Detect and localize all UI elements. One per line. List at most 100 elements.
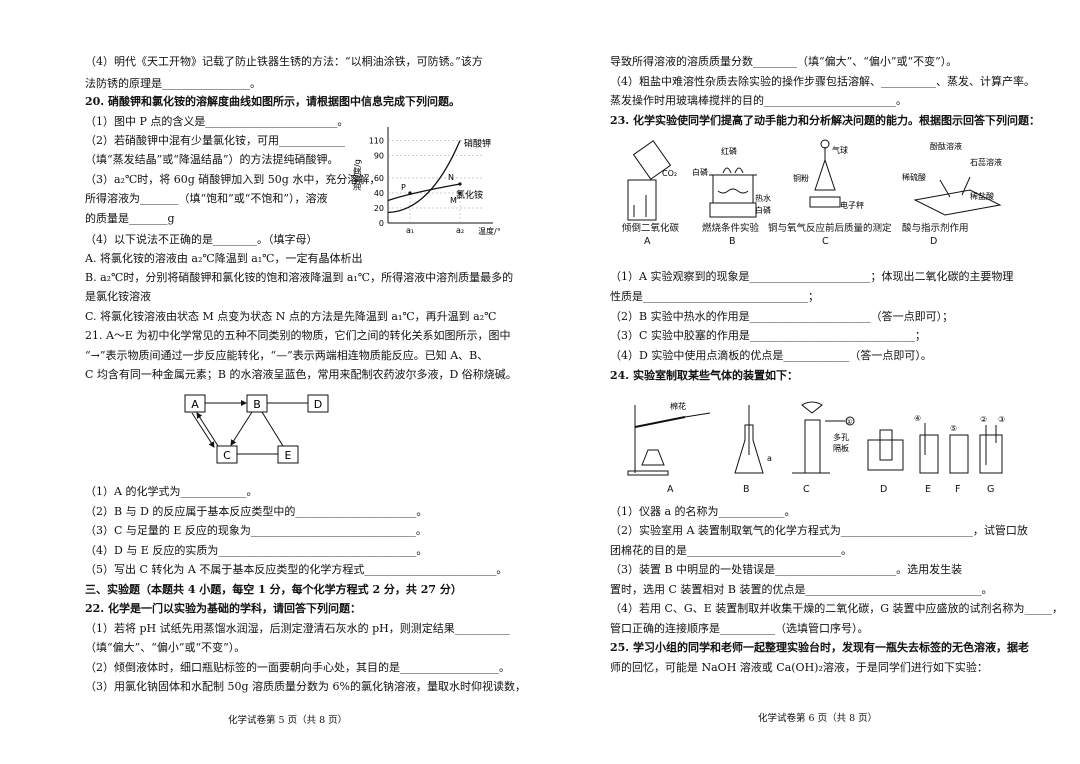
flask-c (814, 158, 836, 191)
text-line: （2）倾倒液体时，细口瓶贴标签的一面要朝向手心处，其目的是___________… (85, 661, 510, 674)
question-22: 22. 化学是一门以实验为基础的学科，请回答下列问题： (85, 602, 361, 615)
exam-page-6: 导致所得溶液的溶质质量分数________（填“偏大”、“偏小”或“不变”）。 … (540, 0, 1080, 764)
point-n-label: N (448, 173, 454, 182)
label-copper-powder: 铜粉 (793, 173, 809, 183)
app-letter-e: E (925, 484, 932, 495)
page-footer: 化学试卷第 5 页（共 8 页） (228, 715, 348, 726)
y-tick-label: 90 (374, 152, 384, 161)
gas-apparatus-figure: 棉花 a ① 多孔 隔板 ④ ② ③ ⑤ (627, 401, 1005, 476)
point-p-label: P (401, 183, 406, 192)
text-line: 置时，选用 C 装置相对 B 装置的优点是___________________… (610, 583, 993, 596)
exp-letter-c: C (822, 236, 829, 247)
caption-d: 酸与指示剂作用 (902, 223, 969, 234)
label-balloon: 气球 (832, 145, 848, 155)
series-line-kno3 (387, 140, 461, 214)
caption-b: 燃烧条件实验 (702, 223, 760, 234)
x-axis-label: 温度/℃ (478, 226, 500, 236)
text-line: （3）C 实验中胶塞的作用是__________________________… (610, 329, 926, 342)
label-balance: 电子秤 (840, 200, 864, 210)
app-letter-f: F (955, 484, 961, 495)
question-24: 24. 实验室制取某些气体的装置如下： (610, 369, 798, 382)
text-line: （1）A 的化学式为____________。 (85, 485, 258, 498)
point-m (458, 191, 462, 195)
node-e: E (285, 449, 292, 462)
exp-letter-b: B (729, 236, 736, 247)
y-tick-label: 110 (369, 137, 384, 146)
label-dilute-hydrochloric: 稀盐酸 (970, 191, 994, 201)
text-line: （1）A 实验观察到的现象是______________________；体现出… (610, 270, 1014, 283)
arrow-c-a (196, 412, 219, 447)
text-line: （4）若用 C、G、E 装置制取并收集干燥的二氧化碳，G 装置中应盛放的试剂名称… (610, 602, 1064, 615)
node-d: D (314, 398, 322, 411)
text-line: （1）若将 pH 试纸先用蒸馏水润湿，后测定澄清石灰水的 pH，则测定结果___… (85, 622, 510, 635)
label-white-phosphorus-2: 白磷 (755, 205, 771, 215)
flask-b (734, 424, 764, 474)
co2-bottle (632, 140, 672, 180)
bottle-e (919, 434, 939, 474)
trough-d (867, 439, 904, 471)
label-cotton: 棉花 (670, 401, 686, 411)
option-b: B. a₂℃时，分别将硝酸钾和氯化铵的饱和溶液降温到 a₁℃，所得溶液中溶剂质量… (85, 271, 514, 284)
alcohol-lamp (641, 449, 665, 466)
text-line: （2）若硝酸钾中混有少量氯化铵，可用____________ (85, 134, 345, 147)
label-port-4: ④ (914, 414, 921, 423)
label-dilute-sulfuric: 稀硫酸 (902, 172, 926, 182)
text-line: （4）D 实验中使用点滴板的优点是____________（答一点即可）。 (610, 349, 932, 362)
node-b: B (253, 398, 261, 411)
y-tick-label: 0 (379, 219, 384, 228)
exam-page-5: （4）明代《天工开物》记载了防止铁器生锈的方法：“以桐油涂铁，可防锈。”该方 法… (85, 55, 526, 726)
text-line: （4）粗盐中难溶性杂质去除实验的操作步骤包括溶解、__________、蒸发、计… (610, 75, 1035, 88)
x-tick-label: a₁ (406, 226, 414, 235)
text-line: 导致所得溶液的溶质质量分数________（填“偏大”、“偏小”或“不变”）。 (610, 55, 958, 68)
text-line: （2）B 与 D 的反应属于基本反应类型中的__________________… (85, 505, 428, 518)
text-line: （4）D 与 E 反应的实质为_________________________… (85, 544, 428, 557)
text-line: （3）装置 B 中明显的一处错误是______________________。… (610, 563, 963, 576)
text-line: C 均含有同一种金属元素；B 的水溶液呈蓝色，常用来配制农药波尔多液，D 俗称烧… (85, 368, 517, 381)
label-red-phosphorus: 红磷 (721, 146, 737, 156)
funnel-c (801, 401, 823, 414)
balloon (820, 139, 830, 149)
point-m-label: M (450, 196, 457, 205)
app-letter-b: B (743, 484, 750, 495)
text-line: 的质量是_______g (85, 212, 175, 225)
stand-base-a (627, 470, 669, 476)
question-23: 23. 化学实验使同学们提高了动手能力和分析解决问题的能力。根据图示回答下列问题… (610, 114, 1040, 127)
label-port-2: ② (980, 415, 987, 424)
section-heading: 三、实验题（本题共 4 小题，每空 1 分，每个化学方程式 2 分，共 27 分… (85, 583, 462, 596)
exp-letter-d: D (930, 236, 938, 247)
tube-c (804, 419, 821, 474)
label-litmus: 石蕊溶液 (970, 157, 1002, 167)
bottle-g (979, 434, 1003, 474)
text-line: 法防锈的原理是________________。 (85, 77, 261, 90)
caption-a: 倾倒二氧化碳 (622, 223, 680, 234)
text-line: （5）写出 C 转化为 A 不属于基本反应类型的化学方程式___________… (85, 563, 508, 576)
beaker-a (627, 179, 657, 221)
y-tick-label: 40 (374, 189, 384, 198)
label-port-1: ① (846, 418, 852, 426)
app-letter-c: C (803, 484, 810, 495)
scale (809, 196, 841, 208)
arrow-a-c (191, 412, 215, 448)
text-line: （2）实验室用 A 装置制取氧气的化学方程式为_________________… (610, 524, 1028, 537)
text-line: （填“蒸发结晶”或“降温结晶”）的方法提纯硝酸钾。 (85, 153, 339, 166)
point-n (458, 182, 462, 186)
question-21: 21. A～E 为初中化学常见的五种不同类别的物质，它们之间的转化关系如图所示，… (85, 329, 511, 342)
text-line: （3）用氯化钠固体和水配制 50g 溶质质量分数为 6%的氯化钠溶液，量取水时仰… (85, 680, 526, 693)
series-label-kno3: 硝酸钾 (464, 138, 491, 150)
y-tick-label: 20 (374, 204, 384, 213)
text-line: 是氯化铵溶液 (85, 290, 151, 303)
text-line: 蒸发操作时用玻璃棒搅拌的目的________________________。 (610, 94, 907, 107)
text-line: 师的回忆，可能是 NaOH 溶液或 Ca(OH)₂溶液，于是同学们进行如下实验： (610, 661, 988, 674)
spot-plate (913, 189, 1002, 216)
arrow-b-c (230, 411, 253, 446)
question-25: 25. 学习小组的同学和老师一起整理实验台时，发现有一瓶失去标签的无色溶液，据老 (610, 641, 1029, 654)
question-20: 20. 硝酸钾和氯化铵的溶解度曲线如图所示，请根据图中信息完成下列问题。 (85, 95, 460, 108)
text-line: （填“偏大”、“偏小”或“不变”）。 (85, 641, 246, 654)
label-phenolphthalein: 酚酞溶液 (930, 141, 962, 151)
label-white-phosphorus: 白磷 (692, 167, 708, 177)
page-footer: 化学试卷第 6 页（共 8 页） (758, 713, 878, 724)
y-tick-label: 60 (374, 174, 384, 183)
text-line: 管口正确的连接顺序是__________（选填管口序号）。 (610, 622, 869, 635)
test-tube-a (634, 416, 686, 428)
